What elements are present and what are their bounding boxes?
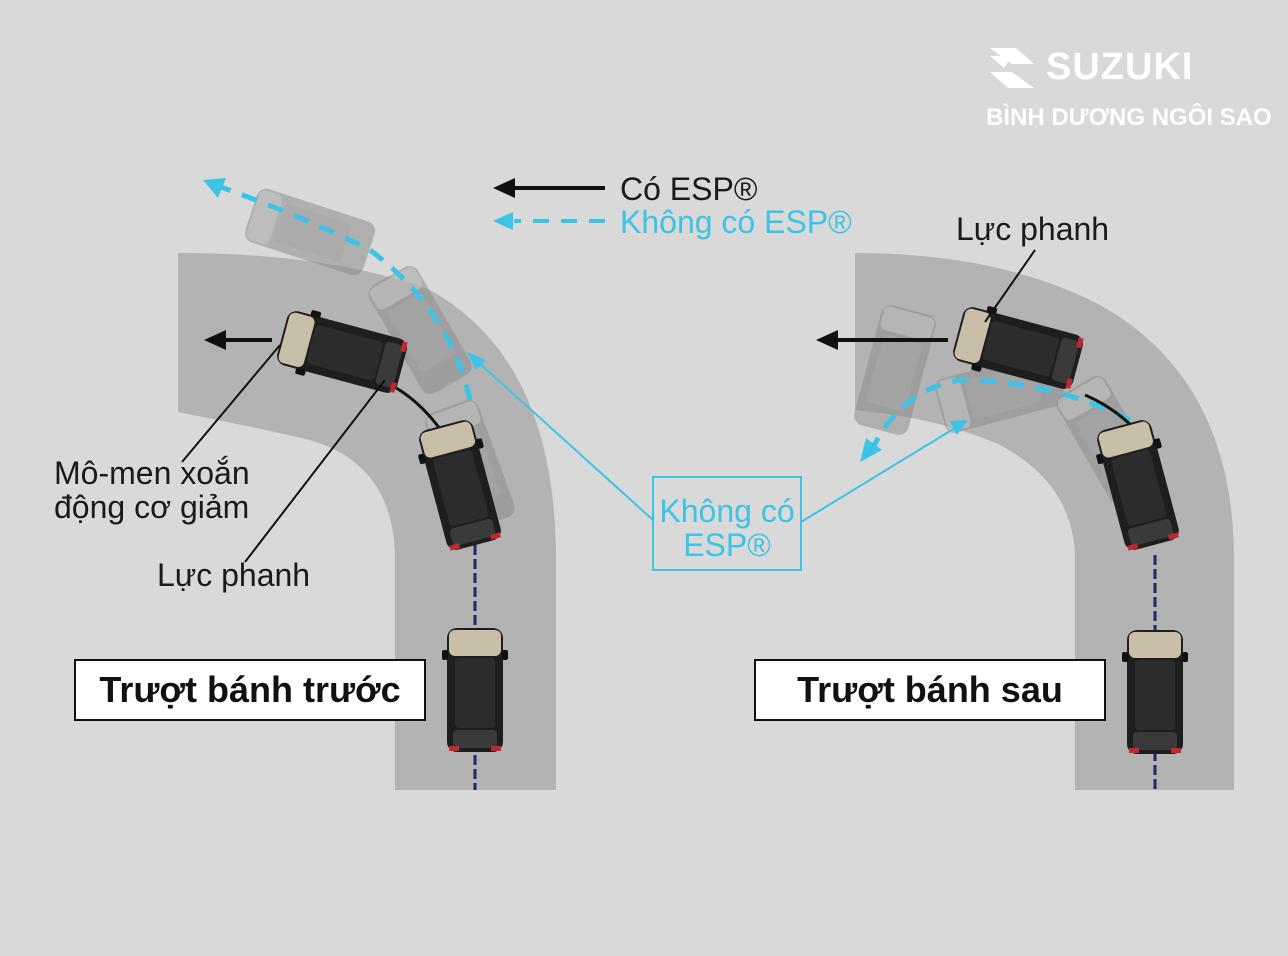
left-esp-arrowhead <box>204 330 226 350</box>
left-no-esp-arrowhead <box>203 178 226 198</box>
brand-name: SUZUKI <box>1046 46 1194 88</box>
left-brake-leader <box>244 379 386 563</box>
suzuki-logo-icon <box>990 48 1034 88</box>
right-no-esp-arrowhead <box>860 438 882 462</box>
right-brake-leader <box>984 249 1036 323</box>
torque-label-line2: động cơ giảm <box>54 489 249 525</box>
callout-line1: Không có <box>659 493 794 529</box>
right-brake-label: Lực phanh <box>956 211 1109 247</box>
left-brake-label: Lực phanh <box>157 557 310 593</box>
callout-line2: ESP® <box>683 527 771 563</box>
callout-leader-left <box>477 361 654 521</box>
torque-leader <box>181 344 281 463</box>
torque-label-line1: Mô-men xoắn <box>54 455 250 491</box>
center-callout-box <box>652 476 802 571</box>
legend-dashed-arrowhead <box>493 212 513 230</box>
legend-solid-arrowhead <box>493 178 515 198</box>
left-panel-title: Trượt bánh trước <box>74 659 426 721</box>
dealer-name: BÌNH DƯƠNG NGÔI SAO <box>986 104 1272 131</box>
callout-leader-right <box>800 427 956 523</box>
right-no-esp-path <box>869 377 1132 452</box>
right-panel-title: Trượt bánh sau <box>754 659 1106 721</box>
legend-without-esp-label: Không có ESP® <box>620 204 852 240</box>
callout-arrowhead-right <box>950 420 968 435</box>
callout-arrowhead-left <box>467 352 486 370</box>
legend-with-esp-label: Có ESP® <box>620 171 758 207</box>
right-esp-arrowhead <box>816 330 838 350</box>
left-car-start <box>442 628 508 752</box>
right-car-start <box>1122 630 1188 754</box>
